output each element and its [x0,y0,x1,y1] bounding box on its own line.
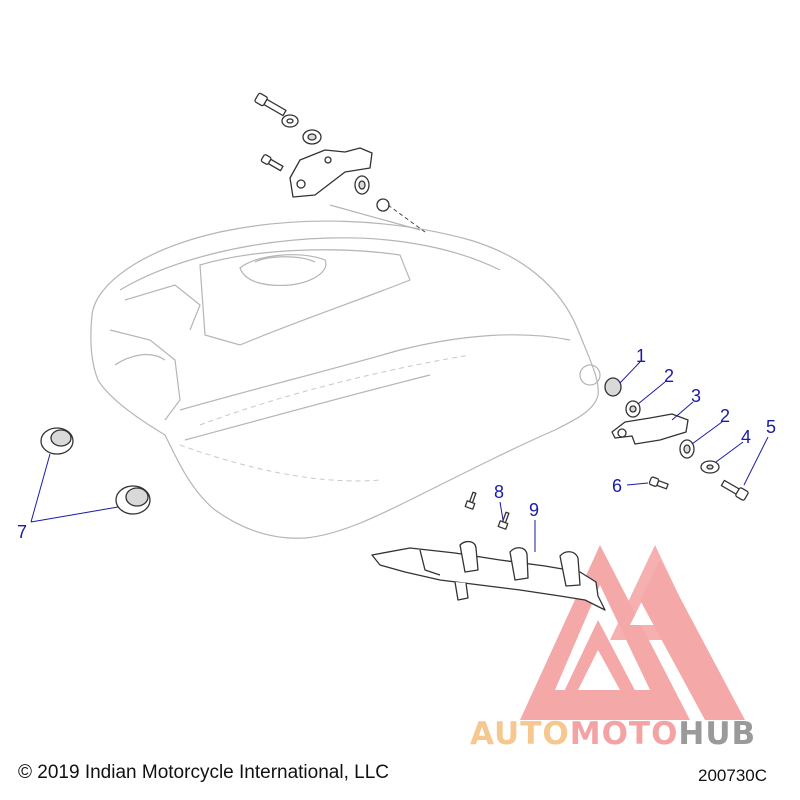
watermark-moto: MOTO [569,716,679,752]
callout-4: 4 [741,427,751,447]
watermark-text: AUTOMOTOHUB [470,716,756,752]
callout-6: 6 [612,476,622,496]
rear-mount-assembly [604,377,749,501]
callout-labels: 1 2 3 2 4 5 6 7 8 9 [17,346,776,542]
fuel-tank [90,204,601,539]
callout-1: 1 [636,346,646,366]
watermark-hub: HUB [678,716,757,752]
leader-lines [30,361,769,552]
callout-5: 5 [766,417,776,437]
figure-id: 200730C [698,766,768,785]
copyright-notice: © 2019 Indian Motorcycle International, … [18,762,389,783]
upper-mount-assembly [254,92,426,233]
callout-7: 7 [17,522,27,542]
callout-9: 9 [529,500,539,520]
side-grommets [40,427,151,515]
watermark-logo [520,545,745,720]
callout-8: 8 [494,482,504,502]
callout-3: 3 [691,386,701,406]
heat-shield-assembly [371,491,606,611]
watermark-auto: AUTO [470,716,570,752]
callout-2-lower: 2 [720,406,730,426]
callout-2-upper: 2 [664,366,674,386]
